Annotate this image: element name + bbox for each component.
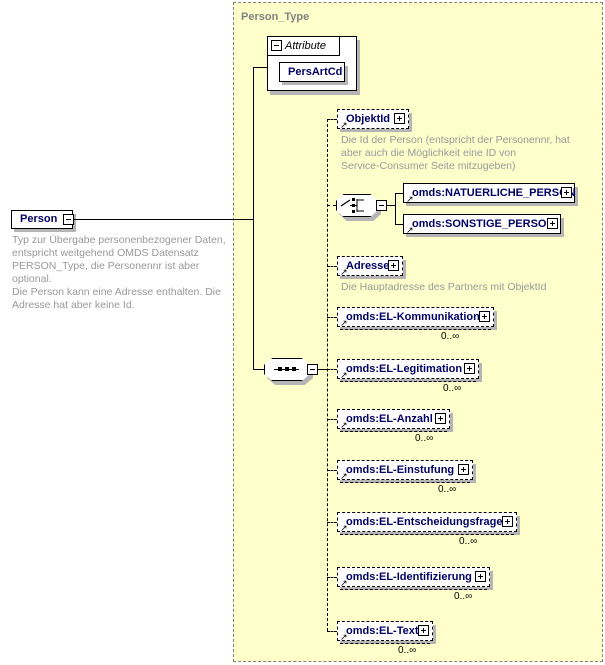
element-el-kommunikation-label: omds:EL-Kommunikation	[346, 310, 480, 323]
el-entscheidungsfrage-expand-icon[interactable]	[502, 516, 513, 527]
el-identifizierung-ref-arrow-icon: ↗	[340, 578, 348, 588]
element-sonstige-person-label: omds:SONSTIGE_PERSON	[412, 217, 555, 230]
el-legitimation-ref-arrow-icon: ↗	[340, 370, 348, 380]
element-natuerliche-person-label: omds:NATUERLICHE_PERSON	[412, 186, 576, 199]
sonstige-person-expand-icon[interactable]	[547, 218, 558, 229]
el-anzahl-expand-icon[interactable]	[435, 413, 446, 424]
connector-to-objektid	[327, 119, 337, 120]
choice-icon	[340, 198, 364, 213]
connector-to-el-einstufung	[327, 470, 337, 471]
person-collapse-icon[interactable]	[63, 214, 74, 225]
el-einstufung-repeat-marker	[340, 482, 470, 483]
element-el-einstufung[interactable]: omds:EL-Einstufung	[337, 460, 473, 480]
connector-to-el-legitimation	[327, 369, 337, 370]
attribute-group-collapse-icon[interactable]	[271, 40, 282, 51]
el-kommunikation-occurrence: 0..∞	[441, 331, 460, 342]
connector-root-to-trunk	[74, 219, 253, 220]
connector-to-el-entscheidungsfrage	[327, 522, 337, 523]
element-el-anzahl-label: omds:EL-Anzahl	[346, 412, 433, 425]
objektid-ref-arrow-icon: ↗	[340, 120, 348, 130]
element-el-entscheidungsfrage[interactable]: omds:EL-Entscheidungsfrage	[337, 512, 517, 532]
attribute-persartcd[interactable]: PersArtCd	[279, 62, 345, 82]
el-identifizierung-expand-icon[interactable]	[475, 571, 486, 582]
el-identifizierung-occurrence: 0..∞	[454, 591, 473, 602]
objektid-annotation: Die Id der Person (entspricht der Person…	[341, 134, 570, 172]
connector-to-sonstige-person	[395, 224, 403, 225]
connector-choice-to-options-trunk	[387, 205, 395, 206]
root-element-label: Person	[20, 213, 58, 225]
complextype-container	[233, 2, 603, 662]
element-el-legitimation-label: omds:EL-Legitimation	[346, 362, 463, 375]
el-anzahl-occurrence: 0..∞	[415, 433, 434, 444]
connector-to-el-identifizierung	[327, 577, 337, 578]
connector-to-el-anzahl	[327, 419, 337, 420]
connector-to-choice	[327, 205, 336, 206]
element-natuerliche-person[interactable]: omds:NATUERLICHE_PERSON	[403, 183, 576, 203]
element-el-anzahl[interactable]: omds:EL-Anzahl	[337, 409, 450, 429]
objektid-expand-icon[interactable]	[394, 113, 405, 124]
connector-choice-options-trunk	[395, 193, 396, 224]
sequence-icon	[274, 367, 299, 371]
el-text-repeat-marker	[340, 643, 430, 644]
element-el-text-label: omds:EL-Text	[346, 624, 419, 637]
attribute-persartcd-label: PersArtCd	[288, 65, 343, 78]
element-adresse-label: Adresse	[346, 259, 390, 272]
element-objektid-label: ObjektId	[346, 112, 391, 125]
adresse-expand-icon[interactable]	[388, 260, 399, 271]
el-text-ref-arrow-icon: ↗	[340, 632, 348, 642]
el-entscheidungsfrage-ref-arrow-icon: ↗	[340, 523, 348, 533]
connector-to-natuerliche-person	[395, 193, 403, 194]
element-el-kommunikation[interactable]: omds:EL-Kommunikation	[337, 307, 494, 327]
el-text-occurrence: 0..∞	[398, 645, 417, 656]
choice-compositor[interactable]	[336, 194, 378, 217]
connector-to-adresse	[327, 266, 337, 267]
el-legitimation-occurrence: 0..∞	[443, 383, 462, 394]
sequence-collapse-icon[interactable]	[307, 364, 318, 375]
element-objektid[interactable]: ObjektId	[337, 109, 409, 129]
sonstige-person-ref-arrow-icon: ↗	[406, 225, 414, 235]
el-kommunikation-expand-icon[interactable]	[479, 311, 490, 322]
sequence-compositor[interactable]	[264, 358, 310, 381]
element-el-entscheidungsfrage-label: omds:EL-Entscheidungsfrage	[346, 515, 503, 528]
connector-sequence-to-children-trunk	[318, 369, 327, 370]
el-kommunikation-ref-arrow-icon: ↗	[340, 318, 348, 328]
el-einstufung-occurrence: 0..∞	[438, 484, 457, 495]
connector-trunk-vertical	[253, 67, 254, 370]
el-einstufung-ref-arrow-icon: ↗	[340, 471, 348, 481]
adresse-ref-arrow-icon: ↗	[340, 267, 348, 277]
connector-trunk-to-sequence	[253, 369, 264, 370]
el-anzahl-ref-arrow-icon: ↗	[340, 420, 348, 430]
complextype-title: Person_Type	[241, 11, 310, 23]
el-legitimation-expand-icon[interactable]	[464, 363, 475, 374]
attribute-group-tab[interactable]: Attribute	[267, 36, 340, 56]
connector-children-trunk	[327, 119, 328, 631]
adresse-annotation: Die Hauptadresse des Partners mit Objekt…	[341, 281, 547, 293]
el-einstufung-expand-icon[interactable]	[458, 464, 469, 475]
el-identifizierung-repeat-marker	[340, 589, 487, 590]
element-el-identifizierung[interactable]: omds:EL-Identifizierung	[337, 567, 490, 587]
element-sonstige-person[interactable]: omds:SONSTIGE_PERSON	[403, 214, 561, 234]
element-el-einstufung-label: omds:EL-Einstufung	[346, 463, 455, 476]
attribute-group-label: Attribute	[285, 40, 326, 52]
root-element-person[interactable]: Person	[11, 210, 73, 229]
el-kommunikation-repeat-marker	[340, 329, 491, 330]
connector-to-el-text	[327, 631, 337, 632]
connector-trunk-to-attribute	[253, 67, 267, 68]
connector-to-el-kommunikation	[327, 317, 337, 318]
choice-collapse-icon[interactable]	[376, 200, 387, 211]
natuerliche-person-expand-icon[interactable]	[561, 187, 572, 198]
el-anzahl-repeat-marker	[340, 431, 447, 432]
el-legitimation-repeat-marker	[340, 381, 476, 382]
element-el-text[interactable]: omds:EL-Text	[337, 621, 433, 641]
el-text-expand-icon[interactable]	[418, 625, 429, 636]
el-entscheidungsfrage-occurrence: 0..∞	[459, 536, 478, 547]
root-annotation: Typ zur Übergabe personenbezogener Daten…	[12, 234, 226, 311]
el-entscheidungsfrage-repeat-marker	[340, 534, 514, 535]
natuerliche-person-ref-arrow-icon: ↗	[406, 194, 414, 204]
element-adresse[interactable]: Adresse	[337, 256, 403, 276]
element-el-identifizierung-label: omds:EL-Identifizierung	[346, 570, 472, 583]
element-el-legitimation[interactable]: omds:EL-Legitimation	[337, 359, 479, 379]
